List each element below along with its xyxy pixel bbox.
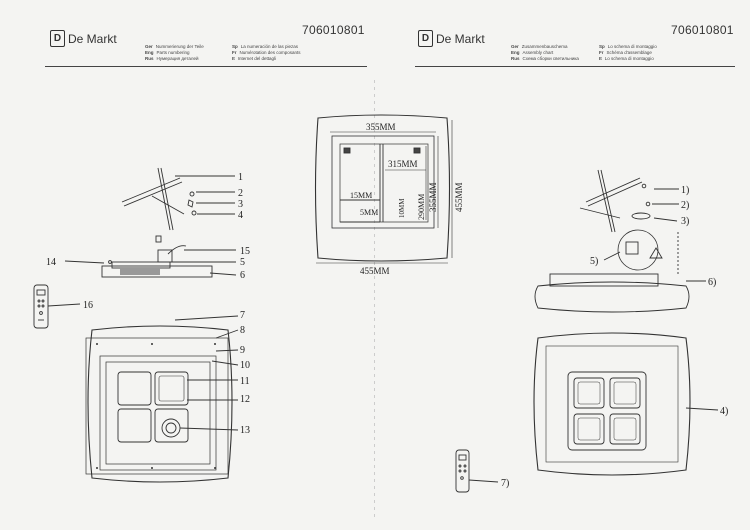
- side-view-drawing: [64, 235, 237, 278]
- callout-15: 15: [240, 246, 250, 257]
- callout-r4: 4): [720, 406, 728, 417]
- product-code: 706010801: [302, 23, 365, 37]
- dim-315: 315MM: [388, 159, 418, 169]
- dimension-labels: 355MM 315MM 15MM 5MM 10MM 290MM 355MM 45…: [350, 122, 464, 276]
- dimension-drawing: [314, 114, 453, 264]
- fold-line: [374, 80, 375, 520]
- callout-2: 2: [238, 188, 243, 199]
- callout-r1: 1): [681, 185, 689, 196]
- dim-355-top: 355MM: [366, 122, 396, 132]
- dim-10: 10MM: [398, 198, 406, 218]
- logo-mark-icon: D: [418, 30, 433, 47]
- front-view-drawing: [85, 315, 239, 483]
- dim-290: 290MM: [417, 194, 426, 220]
- callout-5: 5: [240, 257, 245, 268]
- callout-9: 9: [240, 345, 245, 356]
- brand-logo: D De Markt: [418, 30, 485, 47]
- brand-logo: D De Markt: [50, 30, 117, 47]
- callout-r7: 7): [501, 478, 509, 489]
- callout-11: 11: [240, 376, 250, 387]
- dim-455-bottom: 455MM: [360, 266, 390, 276]
- logo-text: De Markt: [68, 31, 117, 46]
- callout-r2: 2): [681, 200, 689, 211]
- left-callouts: 1 2 3 4 15 5 6 14 16 7 8 9 10 11 12 13: [46, 172, 250, 436]
- remote-drawing-left: [33, 284, 81, 329]
- callout-12: 12: [240, 394, 250, 405]
- right-callouts: 1) 2) 3) 5) 6) 4) 7): [501, 185, 728, 489]
- callout-4: 4: [238, 210, 243, 221]
- callout-r3: 3): [681, 216, 689, 227]
- callout-r5: 5): [590, 256, 598, 267]
- led-panel-grid: [117, 371, 189, 443]
- logo-mark-icon: D: [50, 30, 65, 47]
- header-rule: [415, 66, 735, 67]
- header-rule: [45, 66, 367, 67]
- dim-355-side: 355MM: [428, 182, 438, 212]
- callout-10: 10: [240, 360, 250, 371]
- dim-15: 15MM: [350, 191, 372, 200]
- dim-5: 5MM: [360, 208, 378, 217]
- callout-1: 1: [238, 172, 243, 183]
- callout-16: 16: [83, 300, 93, 311]
- callout-14: 14: [46, 257, 56, 268]
- mounting-bracket-drawing: [121, 167, 235, 231]
- dim-455-side: 455MM: [454, 182, 464, 212]
- logo-text: De Markt: [436, 31, 485, 46]
- callout-7: 7: [240, 310, 245, 321]
- callout-3: 3: [238, 199, 243, 210]
- assembly-drawing: [455, 169, 719, 493]
- callout-6: 6: [240, 270, 245, 281]
- callout-8: 8: [240, 325, 245, 336]
- product-code: 706010801: [671, 23, 734, 37]
- callout-r6: 6): [708, 277, 716, 288]
- callout-13: 13: [240, 425, 250, 436]
